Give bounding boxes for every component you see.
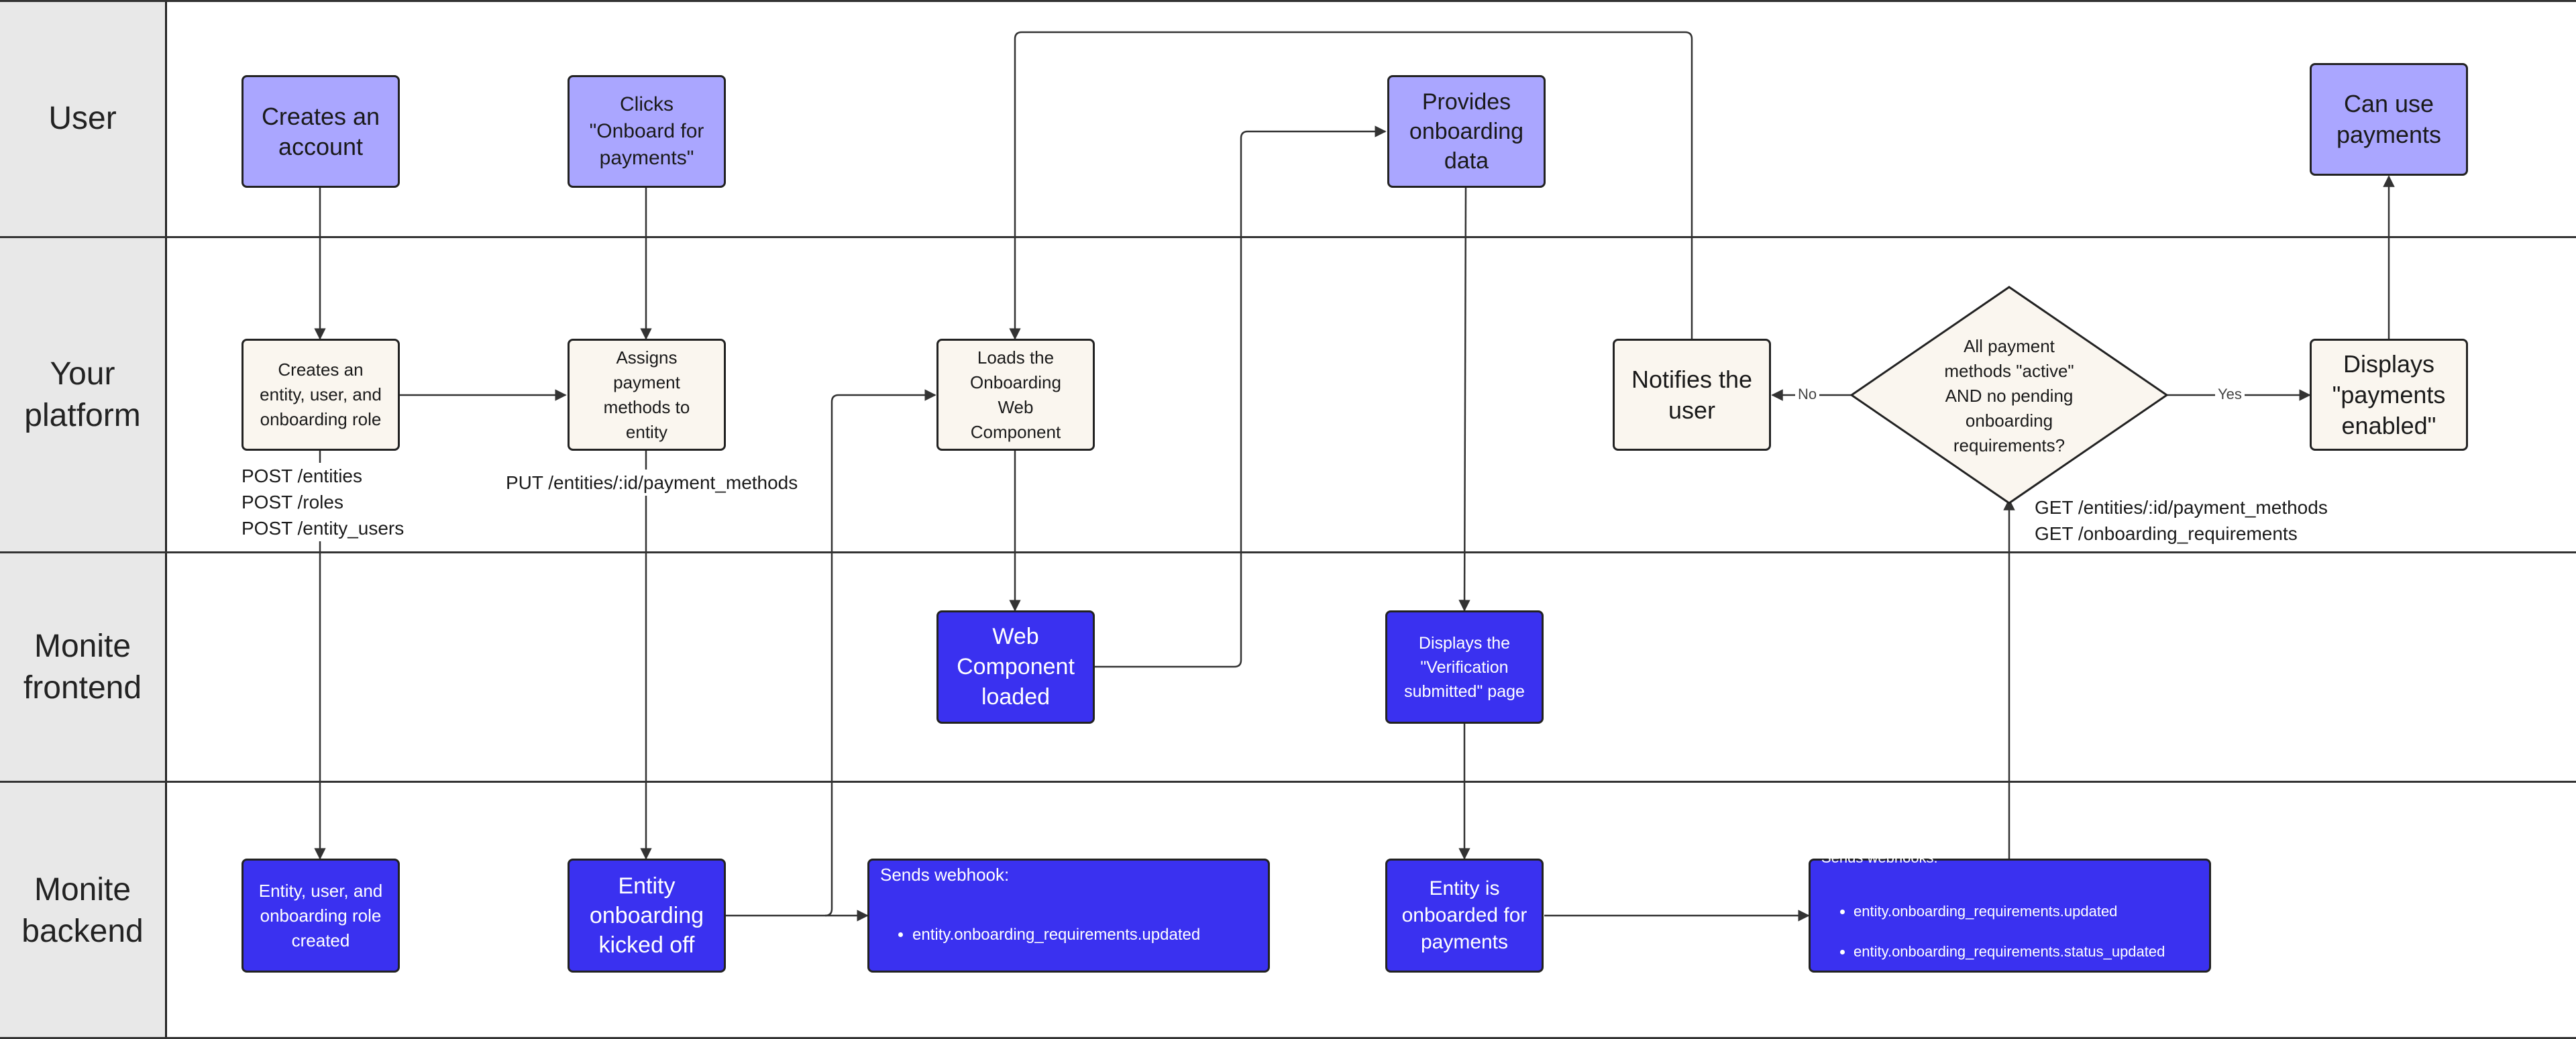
webhook-event: entity.onboarding_requirements.updated [912, 924, 1200, 946]
edge-provides-to-verification [1458, 187, 1470, 612]
lane-divider-bottom [0, 1037, 2576, 1039]
clicks-onboard-node: Clicks "Onboard for payments" [568, 75, 726, 188]
sends-webhook-content: Sends webhook: entity.onboarding_require… [880, 853, 1200, 979]
sends-webhook-node: Sends webhook: entity.onboarding_require… [867, 859, 1270, 973]
lane-label-frontend: Monite frontend [0, 553, 167, 782]
lane-label-backend: Monite backend [0, 782, 167, 1039]
lane-label-user: User [0, 0, 167, 237]
api-note-payment-methods: PUT /entities/:id/payment_methods [506, 470, 798, 496]
sends-webhooks-node: Sends webhooks: entity.onboarding_requir… [1809, 849, 2211, 973]
sends-webhook-title: Sends webhook: [880, 864, 1010, 885]
lane-divider-3 [0, 781, 2576, 783]
edge-label-no: No [1795, 386, 1820, 403]
decision-label: All payment methods "active" AND no pend… [1944, 335, 2074, 455]
sends-webhooks-title: Sends webhooks: [1821, 849, 1938, 866]
lane-divider-top [0, 0, 2576, 2]
assigns-methods-node: Assigns payment methods to entity [568, 339, 726, 451]
edge-label-yes: Yes [2215, 386, 2245, 403]
lane-divider-2 [0, 551, 2576, 553]
edge-component-to-provides [1095, 125, 1387, 668]
lane-label-platform: Your platform [0, 237, 167, 553]
entity-created-node: Entity, user, and onboarding role create… [241, 859, 400, 973]
webhook-event: entity.onboarding_requirements.updated [1854, 901, 2165, 922]
loads-component-node: Loads the Onboarding Web Component [936, 339, 1095, 451]
notifies-user-node: Notifies the user [1613, 339, 1771, 451]
web-component-loaded-node: Web Component loaded [936, 610, 1095, 724]
can-use-payments-node: Can use payments [2310, 63, 2468, 176]
sends-webhooks-content: Sends webhooks: entity.onboarding_requir… [1821, 837, 2165, 994]
displays-verification-node: Displays the "Verification submitted" pa… [1385, 610, 1544, 724]
entity-onboarded-node: Entity is onboarded for payments [1385, 859, 1544, 973]
api-note-entities: POST /entities POST /roles POST /entity_… [241, 463, 405, 541]
displays-enabled-node: Displays "payments enabled" [2310, 339, 2468, 451]
edge-kickoff-to-loads [824, 389, 936, 917]
lane-divider-1 [0, 236, 2576, 238]
provides-data-node: Provides onboarding data [1387, 75, 1546, 188]
sends-webhooks-list: entity.onboarding_requirements.updated e… [1821, 881, 2165, 982]
lane-frontend [167, 553, 2576, 782]
onboarding-kicked-off-node: Entity onboarding kicked off [568, 859, 726, 973]
webhook-event: entity.onboarding_requirements.status_up… [1854, 942, 2165, 962]
creates-account-node: Creates an account [241, 75, 400, 188]
api-note-status: GET /entities/:id/payment_methods GET /o… [2035, 497, 2328, 544]
edge-notifies-to-loads [1009, 31, 1693, 340]
sends-webhook-list: entity.onboarding_requirements.updated [880, 903, 1200, 967]
decision-diamond [1849, 286, 2169, 504]
creates-entity-node: Creates an entity, user, and onboarding … [241, 339, 400, 451]
